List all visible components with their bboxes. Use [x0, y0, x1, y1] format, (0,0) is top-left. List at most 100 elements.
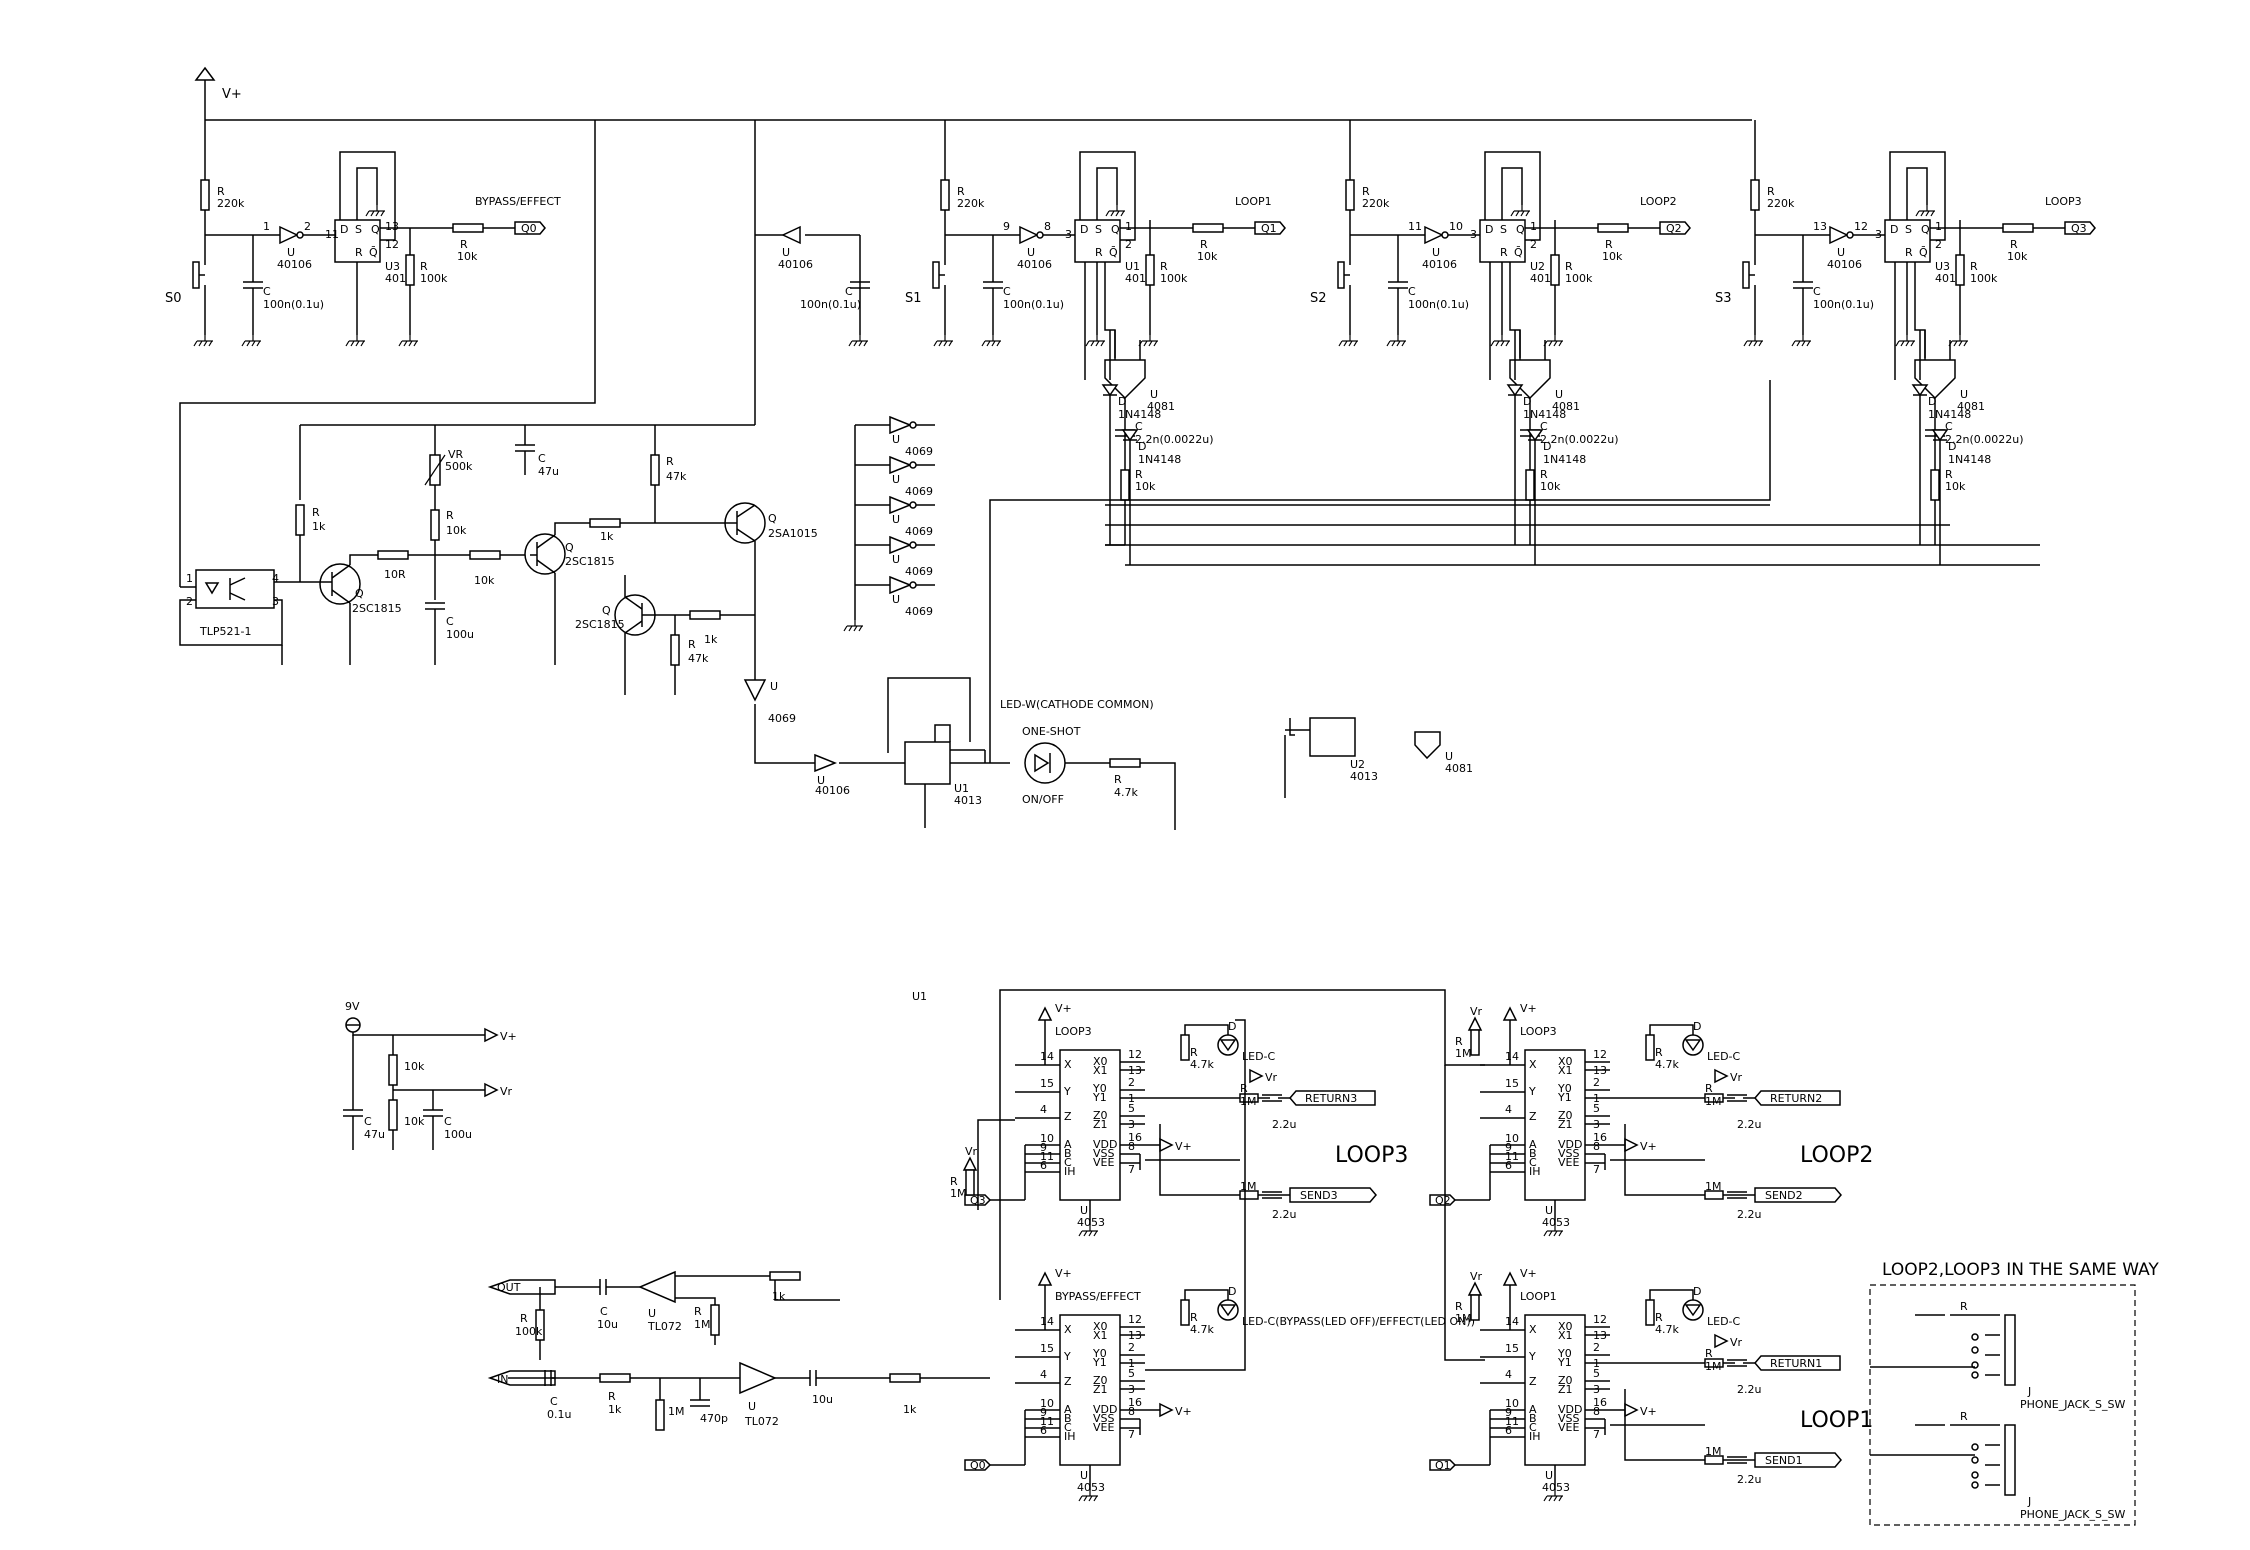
resistor-220k — [1345, 179, 1355, 211]
supply-vplus-top: V+ — [194, 66, 242, 120]
mux-pin-right: Y0 — [1092, 1082, 1107, 1095]
c-100u-ref: C — [446, 615, 454, 628]
return-port-3 — [1754, 1355, 1841, 1371]
ff-d: D — [1080, 223, 1088, 236]
jack-terminal — [1971, 1471, 1979, 1479]
pin15: 15 — [1505, 1342, 1519, 1355]
pin8: 8 — [1593, 1140, 1600, 1153]
ground-hatch — [1500, 340, 1505, 347]
ff-clk-pin: 3 — [1065, 228, 1072, 241]
rsend-value: 1M — [1705, 1180, 1722, 1193]
wire — [1145, 1019, 1246, 1371]
pin8: 8 — [1593, 1405, 1600, 1418]
ff-s: S — [1500, 223, 1507, 236]
vplus-top-label: V+ — [1055, 1002, 1072, 1015]
ground-hatch — [1553, 1230, 1558, 1237]
inv-type: 40106 — [1827, 258, 1862, 271]
resistor-1m-vr — [965, 1169, 975, 1196]
ground-hatch — [1558, 1495, 1563, 1502]
ground-hatch — [1120, 210, 1125, 217]
led-label-2: LED-C(BYPASS(LED OFF)/EFFECT(LED ON)) — [1242, 1315, 1475, 1328]
ff-q-pin: 1 — [1935, 220, 1942, 233]
inv-pin-out: 12 — [1854, 220, 1868, 233]
vr-up-label: Vr — [965, 1145, 978, 1158]
inv-unused-ref: U — [892, 513, 900, 526]
pin10: 10 — [1505, 1132, 1519, 1145]
mux-pin-right: VEE — [1558, 1421, 1579, 1434]
diode-1n4148-a — [1911, 384, 1929, 397]
r100k-ref: R — [1970, 260, 1978, 273]
resistor-10k-out — [1192, 223, 1224, 233]
mux-pin-right: X0 — [1558, 1055, 1573, 1068]
return-port-1 — [1754, 1090, 1841, 1106]
jack-terminal — [1971, 1346, 1979, 1354]
ground-icon — [1543, 1225, 1563, 1237]
pin3: 3 — [1128, 1118, 1135, 1131]
u2-unused-ref: U2 — [1350, 758, 1365, 771]
mux-pin-left: Z — [1529, 1375, 1537, 1388]
ff-r: R — [1905, 246, 1913, 259]
ff-d: D — [340, 223, 348, 236]
ground-hatch — [1753, 340, 1758, 347]
rret-value: 1M — [1705, 1360, 1722, 1373]
rsend-value: 1M — [1240, 1180, 1257, 1193]
ground-hatch — [1105, 210, 1110, 217]
ground-hatch — [1905, 340, 1910, 347]
ground-hatch — [375, 210, 380, 217]
return-label-1: RETURN2 — [1770, 1092, 1822, 1105]
ground-icon — [1138, 335, 1158, 347]
pin6: 6 — [1040, 1424, 1047, 1437]
r-and-ref: R — [1135, 468, 1143, 481]
ff-d: D — [1485, 223, 1493, 236]
ff-clk-pin: 3 — [1875, 228, 1882, 241]
pin16: 16 — [1593, 1396, 1607, 1409]
jack-terminal — [1971, 1456, 1979, 1464]
resistor-220k — [200, 179, 210, 211]
mux-pin-left: A — [1064, 1403, 1072, 1416]
mux-pin-right: Z0 — [1558, 1374, 1573, 1387]
ground-hatch — [365, 210, 370, 217]
rret-ref: R — [1705, 1082, 1713, 1095]
ff-unit: U1 — [1125, 260, 1140, 273]
ground-hatch — [1338, 340, 1343, 347]
mux-pin-right: Y1 — [1092, 1091, 1107, 1104]
led-triangle — [1684, 1304, 1702, 1317]
ground-hatch — [1138, 340, 1143, 347]
vplus-ic-label: V+ — [1640, 1140, 1657, 1153]
inverter-bubble — [909, 421, 917, 429]
pin8: 8 — [1128, 1140, 1135, 1153]
return-label-0: RETURN3 — [1305, 1092, 1357, 1105]
inverter-bubble — [909, 501, 917, 509]
inv-pin-in: 9 — [1003, 220, 1010, 233]
q-port-1 — [1429, 1194, 1457, 1206]
u-4069-down-ref: U — [770, 680, 778, 693]
ground-hatch — [1401, 340, 1406, 347]
vr-label: Vr — [1265, 1071, 1278, 1084]
jack-ref: J — [2027, 1385, 2031, 1398]
c-mid-ref: C — [845, 285, 853, 298]
wire — [339, 151, 396, 241]
ground-hatch — [1110, 210, 1115, 217]
r47-value: 4.7k — [1190, 1323, 1214, 1336]
r100k-value: 100k — [1160, 272, 1188, 285]
q-d-label: 2SC1815 — [575, 618, 625, 631]
ff-q: Q — [1921, 223, 1930, 236]
pin1: 1 — [1593, 1092, 1600, 1105]
r220k-value: 220k — [1362, 197, 1390, 210]
resistor-10k-out — [452, 223, 484, 233]
ground-hatch — [1078, 1495, 1083, 1502]
mux-pin-right: VDD — [1558, 1138, 1582, 1151]
opamp-out-ref: U — [648, 1307, 656, 1320]
r10k-out-value: 10k — [457, 250, 478, 263]
ground-hatch — [1553, 1495, 1558, 1502]
mux-title-2: BYPASS/EFFECT — [1055, 1290, 1141, 1303]
pin4: 4 — [1040, 1103, 1047, 1116]
pin10: 10 — [1505, 1397, 1519, 1410]
pin12: 12 — [1593, 1048, 1607, 1061]
mux-pin-left: X — [1529, 1058, 1537, 1071]
ff-clk-pin: 3 — [1470, 228, 1477, 241]
mux-pin-right: VDD — [1558, 1403, 1582, 1416]
